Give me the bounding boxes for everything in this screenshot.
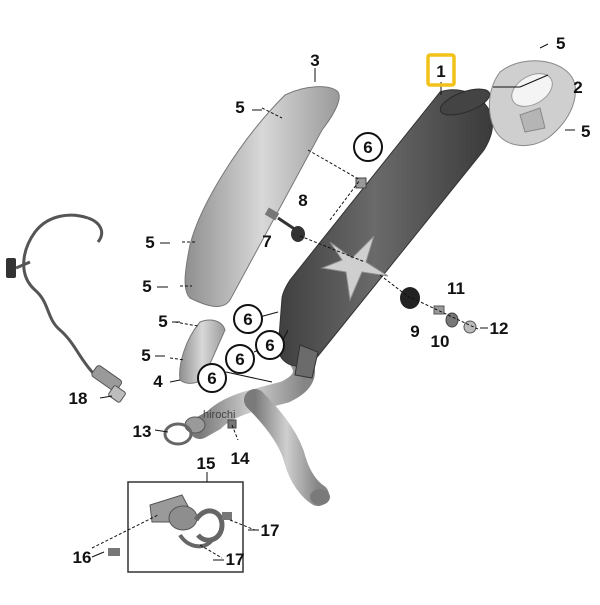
callout-17a: 17	[261, 521, 280, 540]
callout-circle-6b	[233, 304, 263, 334]
callout-circle-6e	[197, 363, 227, 393]
callout-6a: 6	[363, 138, 372, 157]
callout-circle-6a	[353, 132, 383, 162]
callout-5g: 5	[141, 346, 150, 365]
callout-11: 11	[447, 279, 465, 298]
clamp-bracket-part	[108, 481, 244, 573]
callout-4: 4	[153, 372, 163, 391]
callout-9: 9	[410, 322, 419, 341]
callout-circle-6d	[225, 344, 255, 374]
callout-18: 18	[69, 389, 88, 408]
callout-13: 13	[133, 422, 152, 441]
highlight-box-part-1	[426, 53, 456, 87]
callout-circle-6c	[255, 330, 285, 360]
brand-x-logo-icon	[320, 235, 389, 302]
oxygen-sensor-part	[6, 213, 126, 403]
clamp-detail-box	[127, 481, 244, 573]
callout-15: 15	[197, 454, 216, 473]
callout-7: 7	[262, 232, 271, 251]
callout-10: 10	[431, 332, 450, 351]
callout-2: 2	[573, 78, 582, 97]
rubber-grommet-icon	[291, 226, 305, 242]
callout-17b: 17	[226, 550, 245, 569]
watermark-text: hirochi	[203, 409, 235, 421]
callout-12: 12	[490, 319, 509, 338]
heat-shield-upper-part	[184, 86, 340, 307]
callout-5a: 5	[556, 34, 565, 53]
rear-silencer-part	[277, 88, 493, 379]
exhaust-flange-part	[163, 416, 237, 446]
callout-14: 14	[231, 449, 250, 468]
callout-6e: 6	[207, 369, 216, 388]
callout-3: 3	[310, 51, 319, 70]
callout-6c: 6	[265, 336, 274, 355]
callout-5d: 5	[145, 233, 154, 252]
heat-shield-lower-part	[179, 319, 226, 384]
callout-8: 8	[298, 191, 307, 210]
end-cap-part	[488, 60, 576, 147]
callout-5c: 5	[235, 98, 244, 117]
callout-6b: 6	[243, 310, 252, 329]
gasket-ring-icon	[163, 422, 193, 446]
callout-labels: 1 2 3 4 5 5 5 5 5 5 5 6 6 6 6 6 7 8 9 10…	[69, 34, 591, 569]
callout-16: 16	[73, 548, 92, 567]
callout-1: 1	[436, 62, 445, 81]
callout-5e: 5	[142, 277, 151, 296]
callout-5b: 5	[581, 122, 590, 141]
callout-5f: 5	[158, 312, 167, 331]
sensor-connector-icon	[6, 258, 16, 278]
callout-6d: 6	[235, 350, 244, 369]
